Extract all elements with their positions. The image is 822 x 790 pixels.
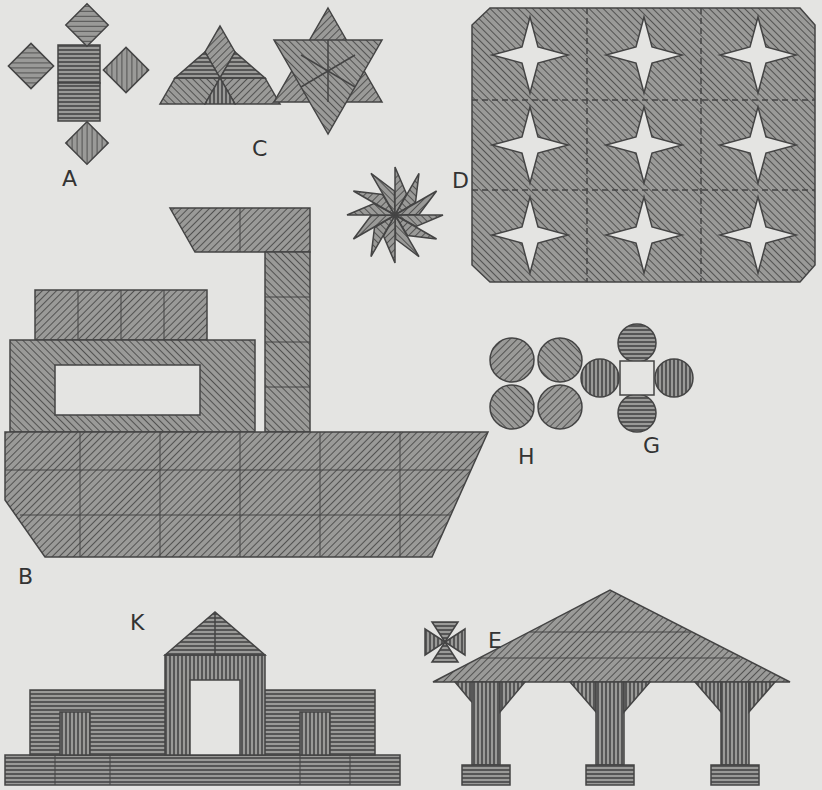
pattern-e (425, 622, 465, 662)
pattern-k (5, 612, 400, 785)
pavilion (433, 590, 790, 785)
pattern-d-pinwheel (347, 167, 443, 263)
figure-letter: C (252, 138, 267, 160)
figure-letter: D (452, 170, 469, 192)
figure-letter: E (488, 630, 502, 652)
pattern-a (8, 4, 148, 164)
figure-letter: H (518, 446, 535, 468)
star-gap (720, 107, 796, 183)
star-gap (606, 107, 682, 183)
pinwheel-blade (371, 173, 395, 215)
star-gap (720, 197, 796, 273)
pattern-b-boat (5, 208, 488, 557)
pinwheel-blade (395, 215, 419, 257)
pattern-c-trefoil (160, 26, 280, 104)
figure-letter: B (18, 566, 33, 588)
figure-letter: G (643, 435, 660, 457)
star-gap (492, 107, 568, 183)
star-gap (492, 17, 568, 93)
pattern-h (490, 338, 582, 429)
pattern-c-star (274, 8, 382, 134)
star-gap (606, 17, 682, 93)
pattern-d-square (472, 8, 815, 282)
figure-letter: K (130, 612, 144, 634)
star-gap (492, 197, 568, 273)
star-gap (606, 197, 682, 273)
pinwheel-blade (353, 215, 395, 239)
pinwheel-blade (395, 191, 437, 215)
pattern-g (581, 324, 693, 432)
star-gap (720, 17, 796, 93)
figure-letter: A (62, 168, 77, 190)
